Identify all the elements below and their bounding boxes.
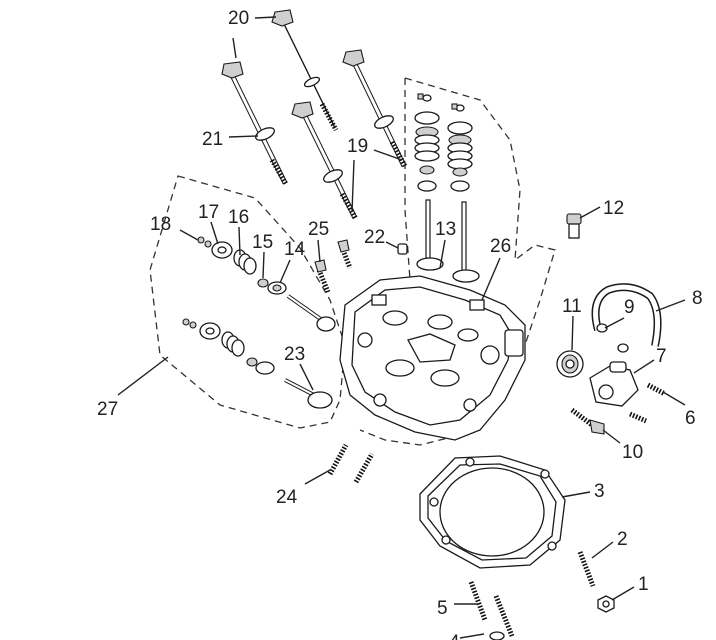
- callout-10: 10: [622, 442, 643, 463]
- studs-24: [327, 443, 375, 484]
- callout-20: 20: [228, 8, 249, 29]
- callout-26: 26: [490, 236, 511, 257]
- small-studs: [314, 239, 408, 293]
- callout-11: 11: [562, 296, 582, 317]
- callout-7: 7: [656, 346, 667, 367]
- group-outlines: [117, 77, 556, 446]
- valve-train-outline: [404, 78, 411, 281]
- callout-6: 6: [685, 408, 696, 429]
- callout-12: 12: [603, 198, 624, 219]
- valve-13: [416, 199, 480, 283]
- lower-fasteners: [468, 551, 615, 640]
- head-bolt-19b: [291, 101, 359, 221]
- clamp-9b: [617, 343, 629, 353]
- callout-16: 16: [228, 207, 249, 228]
- cylinder-head: [339, 275, 526, 441]
- head-group-outline: [359, 77, 556, 446]
- callout-22: 22: [364, 227, 385, 248]
- callout-19: 19: [347, 136, 368, 157]
- clamp-9a: [596, 323, 608, 333]
- housing-7: [589, 361, 639, 407]
- callout-13: 13: [435, 219, 456, 240]
- callout-15: 15: [252, 232, 273, 253]
- thermostat-11: [556, 350, 584, 378]
- leader-lines: [179, 16, 686, 639]
- callout-21: 21: [202, 129, 223, 150]
- head-gasket: [419, 455, 566, 569]
- valve-keepers: [417, 93, 458, 110]
- callout-9: 9: [624, 297, 635, 318]
- callout-27: 27: [97, 399, 118, 420]
- callout-1: 1: [638, 574, 649, 595]
- valve-springs: [414, 93, 480, 283]
- callout-2: 2: [617, 529, 628, 550]
- valve-group-outline: [149, 175, 346, 429]
- right-parts: [556, 213, 667, 435]
- spring-right: [447, 104, 473, 192]
- spring-left: [414, 94, 440, 192]
- callout-4: 4: [449, 632, 460, 640]
- callout-25: 25: [308, 219, 329, 240]
- callout-17: 17: [198, 202, 219, 223]
- head-bolt-20: [271, 9, 339, 132]
- intake-valve-group: [182, 236, 336, 409]
- hose-8: [591, 283, 662, 347]
- sensor-10: [570, 408, 605, 435]
- callout-14: 14: [284, 239, 306, 260]
- callout-18: 18: [150, 214, 171, 235]
- head-bolt-21: [221, 61, 289, 186]
- callout-5: 5: [437, 598, 448, 619]
- callout-labels: 20 21 19 18 17 16 15 14 25 22 13 26 12 1…: [97, 8, 703, 640]
- sensor-12: [566, 213, 582, 239]
- callout-24: 24: [276, 487, 298, 508]
- callout-8: 8: [692, 288, 703, 309]
- head-bolts: [221, 9, 408, 221]
- callout-23: 23: [284, 344, 305, 365]
- callout-3: 3: [594, 481, 605, 502]
- bolts-6: [628, 382, 667, 424]
- head-bolt-19a: [342, 49, 408, 168]
